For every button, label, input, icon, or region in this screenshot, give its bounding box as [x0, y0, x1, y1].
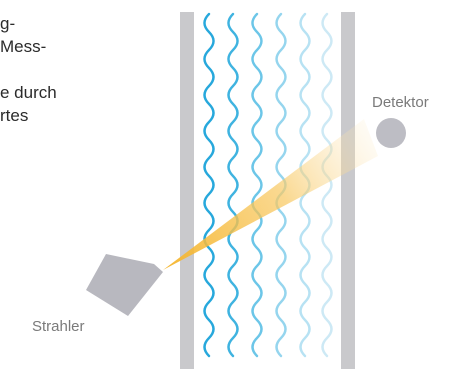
wave-line-6	[323, 14, 332, 356]
emitter-label: Strahler	[32, 318, 85, 335]
left-wall	[180, 12, 194, 369]
detector-icon	[376, 118, 406, 148]
detector-label: Detektor	[372, 94, 429, 111]
wave-line-3	[253, 14, 262, 356]
right-wall	[341, 12, 355, 369]
wave-line-2	[229, 14, 238, 356]
wave-line-1	[205, 14, 214, 356]
emitter-icon	[86, 254, 163, 316]
